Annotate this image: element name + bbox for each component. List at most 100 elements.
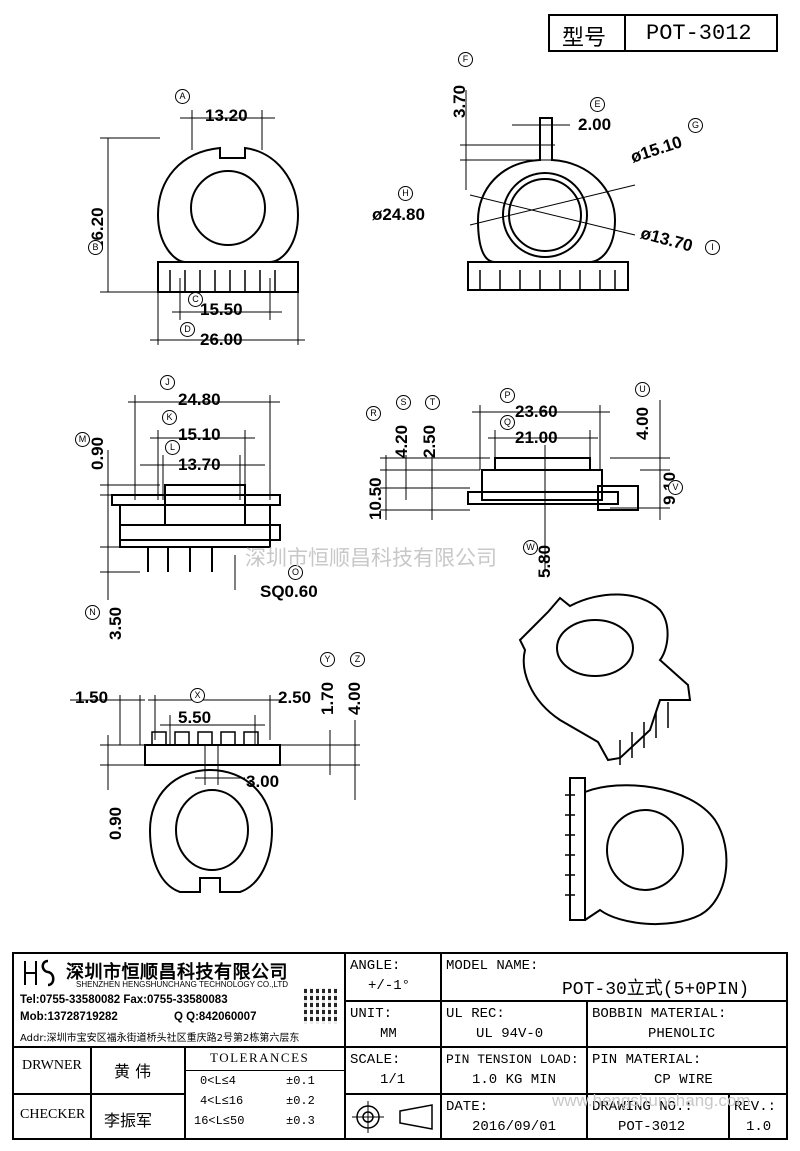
- tension-value: 1.0 KG MIN: [472, 1072, 557, 1088]
- unit-cell: UNIT: MM: [346, 1002, 442, 1048]
- company-name-cn: 深圳市恒顺昌科技有限公司: [66, 962, 288, 983]
- date-value: 2016/09/01: [472, 1119, 557, 1135]
- view-mid-left: [100, 395, 281, 600]
- view-mid-right: [380, 400, 670, 570]
- badge-O: O: [288, 565, 303, 580]
- badge-M: M: [75, 432, 90, 447]
- dim-Z: 4.00: [345, 681, 364, 715]
- tol-range-3: 16<L≤50: [194, 1114, 245, 1128]
- badge-Q: Q: [500, 415, 515, 430]
- tol-value-2: ±0.2: [286, 1094, 315, 1108]
- company-mob: Mob:13728719282: [20, 1011, 118, 1023]
- rev-cell: REV.: 1.0: [730, 1095, 786, 1140]
- tolerances-box: TOLERANCES 0<L≤4 ±0.1 4<L≤16 ±0.2 16<L≤5…: [186, 1046, 346, 1140]
- badge-D: D: [180, 322, 195, 337]
- dim-P: 23.60: [515, 402, 558, 421]
- tol-value-3: ±0.3: [286, 1114, 315, 1128]
- drawno-value: POT-3012: [618, 1119, 686, 1135]
- dim-X: 5.50: [178, 708, 212, 727]
- badge-K: K: [162, 410, 177, 425]
- angle-value: +/-1°: [368, 978, 411, 994]
- dim-Y: 1.70: [318, 681, 337, 715]
- dim-C: 15.50: [200, 300, 243, 319]
- technical-drawing: [70, 90, 728, 925]
- dim-K: 15.10: [178, 425, 221, 444]
- pinmat-cell: PIN MATERIAL: CP WIRE: [588, 1048, 786, 1095]
- dim-E: 2.00: [578, 115, 612, 134]
- company-qq: Q Q:842060007: [174, 1011, 257, 1023]
- watermark: 深圳市恒顺昌科技有限公司: [245, 546, 497, 570]
- badge-P: P: [500, 388, 515, 403]
- checker-value: 李振军: [104, 1111, 153, 1130]
- bobbin-cell: BOBBIN MATERIAL: PHENOLIC: [588, 1002, 786, 1048]
- projection-symbol: [346, 1095, 442, 1140]
- date-cell: DATE: 2016/09/01: [442, 1095, 588, 1140]
- header-model: POT-3012: [646, 21, 752, 46]
- drawer-value: 黄 伟: [114, 1062, 152, 1081]
- header-box: 型号 POT-3012: [548, 14, 778, 52]
- badge-S: S: [396, 395, 411, 410]
- dim-b: 2.50: [278, 688, 312, 707]
- isometric-view-lower: [565, 777, 728, 925]
- dim-J: 24.80: [178, 390, 221, 409]
- model-label: MODEL NAME:: [446, 958, 539, 974]
- scale-label: SCALE:: [350, 1052, 401, 1068]
- dim-S: 4.20: [392, 424, 411, 458]
- badge-L: L: [165, 440, 180, 455]
- title-block: 深圳市恒顺昌科技有限公司 SHENZHEN HENGSHUNCHANG TECH…: [12, 952, 788, 1140]
- badge-G: G: [688, 118, 703, 133]
- bobbin-label: BOBBIN MATERIAL:: [592, 1006, 727, 1022]
- tol-title: TOLERANCES: [210, 1050, 310, 1065]
- dim-N: 3.50: [106, 606, 125, 640]
- checker-row: CHECKER 李振军: [14, 1095, 186, 1140]
- drawno-label: DRAWING NO.:: [592, 1099, 693, 1115]
- scale-cell: SCALE: 1/1: [346, 1048, 442, 1095]
- dim-R: 10.50: [366, 477, 385, 520]
- checker-label: CHECKER: [20, 1107, 86, 1122]
- badge-J: J: [160, 375, 175, 390]
- badge-X: X: [190, 688, 205, 703]
- company-logo: [22, 958, 62, 988]
- model-value: POT-30立式(5+0PIN): [562, 980, 750, 1000]
- tol-range-1: 0<L≤4: [200, 1074, 237, 1088]
- unit-label: UNIT:: [350, 1006, 393, 1022]
- qr-code: [304, 988, 340, 1024]
- badge-V: V: [668, 480, 683, 495]
- pinmat-label: PIN MATERIAL:: [592, 1052, 702, 1068]
- angle-label: ANGLE:: [350, 958, 401, 974]
- dim-A: 13.20: [205, 106, 248, 125]
- badge-Y: Y: [320, 652, 335, 667]
- company-tel: Tel:0755-33580082 Fax:0755-33580083: [20, 994, 228, 1006]
- rev-value: 1.0: [746, 1119, 772, 1135]
- dim-a: 1.50: [75, 688, 109, 707]
- view-top-left: [100, 110, 305, 345]
- drawer-row: DRWNER 黄 伟: [14, 1046, 186, 1095]
- badge-R: R: [366, 406, 381, 421]
- rev-label: REV.:: [734, 1099, 777, 1115]
- badge-F: F: [458, 52, 473, 67]
- ulrec-label: UL REC:: [446, 1006, 505, 1022]
- dim-D: 26.00: [200, 330, 243, 349]
- view-bottom-left: [70, 695, 360, 893]
- dim-U: 4.00: [633, 406, 652, 440]
- dim-F: 3.70: [450, 84, 469, 118]
- drawno-cell: DRAWING NO.: POT-3012: [588, 1095, 730, 1140]
- date-label: DATE:: [446, 1099, 489, 1115]
- dim-Q: 21.00: [515, 428, 558, 447]
- badge-E: E: [590, 97, 605, 112]
- ulrec-value: UL 94V-0: [476, 1026, 544, 1042]
- dim-T: 2.50: [420, 424, 439, 458]
- dim-d: 3.00: [246, 772, 280, 791]
- dim-W: 5.80: [535, 544, 554, 578]
- watermark-url: www.hengshunchang.com: [552, 1091, 751, 1110]
- header-divider: [624, 16, 626, 50]
- unit-value: MM: [380, 1026, 397, 1042]
- company-section: 深圳市恒顺昌科技有限公司 SHENZHEN HENGSHUNCHANG TECH…: [14, 954, 346, 1048]
- tol-value-1: ±0.1: [286, 1074, 315, 1088]
- badge-Z: Z: [350, 652, 365, 667]
- badge-N: N: [85, 605, 100, 620]
- isometric-view-upper: [518, 593, 692, 765]
- ulrec-cell: UL REC: UL 94V-0: [442, 1002, 588, 1048]
- badge-I: I: [705, 240, 720, 255]
- tol-range-2: 4<L≤16: [200, 1094, 244, 1108]
